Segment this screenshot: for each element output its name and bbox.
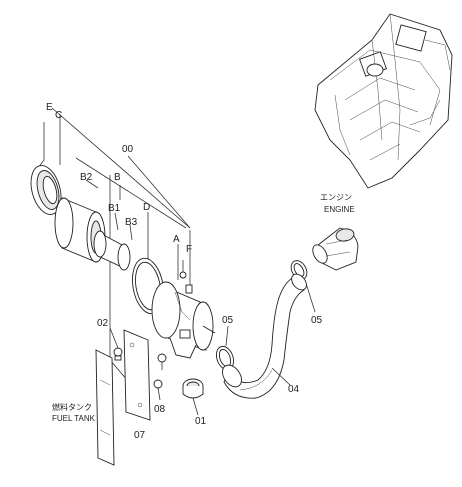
label-f: F [186,244,192,255]
label-02: 02 [97,318,109,329]
part-02-bolt [109,327,123,361]
part-05-clamp-left [215,325,235,371]
fuel-tank-label-en: FUEL TANK [52,414,96,423]
part-b1-inner-element [93,230,131,271]
part-04-intake-hose [222,273,307,399]
label-b1: B1 [108,203,121,214]
engine-illustration [314,13,453,189]
label-08: 08 [154,404,166,415]
label-00: 00 [122,144,134,155]
label-07: 07 [134,430,146,441]
label-01: 01 [195,416,207,427]
label-b2: B2 [80,172,93,183]
engine-intake-elbow [312,227,359,271]
label-b: B [114,172,121,183]
part-c-end-cap [30,165,62,215]
label-d: D [143,202,150,213]
part-08-bolt [153,353,167,401]
label-b3: B3 [125,217,138,228]
part-01-elbow [182,378,204,416]
engine-label-en: ENGINE [324,205,355,214]
part-f-fitting [185,284,193,294]
engine-label-jp: エンジン [320,193,352,202]
callouts: エンジン ENGINE 燃料タンク FUEL TANK [52,193,355,423]
label-a: A [173,234,180,245]
part-07-bracket [123,329,151,421]
label-05-left: 05 [222,315,234,326]
fuel-tank-plate [95,349,115,466]
assembly-leader-lines [37,107,191,396]
label-04: 04 [288,384,300,395]
part-labels: E C 00 B2 B B1 D B3 A F 02 05 05 04 08 0… [46,102,323,441]
fuel-tank-label-jp: 燃料タンク [52,402,92,412]
label-05-right: 05 [311,315,323,326]
part-a-air-cleaner-body [151,260,216,359]
label-e: E [46,102,53,113]
label-c: C [55,110,62,121]
